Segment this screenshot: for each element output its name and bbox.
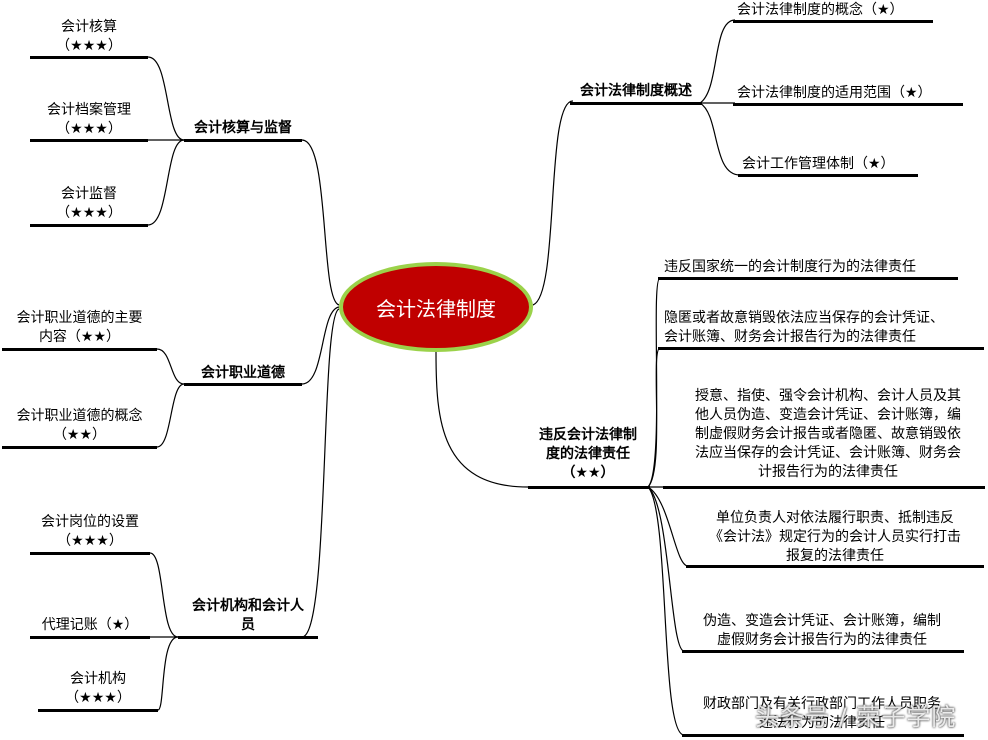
link-accounting-item3 [147, 139, 185, 226]
accounting-title: 会计核算与监督 [194, 120, 292, 136]
ethics-title: 会计职业道德 [201, 365, 285, 381]
institutions-item-1: 会计岗位的设置 （★★★） [41, 514, 139, 549]
link-center-liability [435, 351, 529, 488]
underline [738, 174, 918, 177]
institutions-item-2: 代理记账（★） [41, 617, 139, 633]
underline [733, 103, 963, 106]
institutions-title: 会计机构和会计人 员 [192, 598, 304, 633]
underline [184, 383, 302, 386]
underline [663, 486, 985, 489]
liability-item-2: 隐匿或者故意销毁依法应当保存的会计凭证、 会计账簿、财务会计报告行为的法律责任 [664, 310, 944, 345]
underline [30, 552, 150, 555]
center-title: 会计法律制度 [376, 296, 496, 321]
liability-item-3: 授意、指使、强令会计机构、会计人员及其 他人员伪造、变造会计凭证、会计账簿，编 … [695, 388, 961, 480]
link-inst-item1 [149, 552, 179, 638]
link-liability-item1 [647, 277, 661, 488]
link-center-accounting [301, 139, 340, 306]
overview-item-3: 会计工作管理体制（★） [742, 156, 895, 172]
center-node: 会计法律制度 [339, 262, 533, 352]
underline [686, 565, 984, 568]
overview-item-2: 会计法律制度的适用范围（★） [737, 85, 932, 101]
accounting-item-2: 会计档案管理 （★★★） [47, 102, 131, 137]
overview-title: 会计法律制度概述 [580, 83, 692, 99]
link-center-overview [532, 100, 574, 306]
underline [2, 348, 157, 351]
underline [2, 446, 157, 449]
underline [30, 636, 150, 639]
overview-item-1: 会计法律制度的概念（★） [737, 2, 904, 18]
ethics-item-1: 会计职业道德的主要 内容（★★） [16, 310, 143, 345]
underline [733, 20, 933, 23]
link-accounting-item1 [147, 56, 185, 141]
liability-item-5: 伪造、变造会计凭证、会计账簿，编制 虚假财务会计报告行为的法律责任 [703, 613, 941, 648]
liability-item-6: 财政部门及有关行政部门工作人员职务 违法行为的法律责任 [703, 696, 941, 731]
underline [658, 277, 958, 280]
link-liability-item6 [647, 486, 685, 736]
liability-item-4: 单位负责人对依法履行职责、抵制违反 《会计法》规定行为的会计人员实行打击 报复的… [709, 510, 961, 564]
liability-item-1: 违反国家统一的会计制度行为的法律责任 [664, 259, 916, 275]
link-inst-item3 [157, 636, 179, 711]
underline [682, 734, 964, 737]
link-liability-item2 [647, 347, 661, 488]
link-liability-item5 [647, 486, 685, 652]
accounting-item-1: 会计核算 （★★★） [56, 19, 122, 54]
link-liability-item4 [647, 486, 689, 567]
link-overview-item3 [699, 102, 741, 176]
link-center-institutions [301, 308, 340, 638]
link-center-ethics [301, 306, 340, 385]
underline [528, 486, 650, 489]
underline [178, 636, 318, 639]
ethics-item-2: 会计职业道德的概念 （★★） [16, 408, 143, 443]
underline [38, 709, 158, 712]
underline [658, 347, 984, 350]
underline [682, 650, 964, 653]
underline [30, 56, 148, 59]
link-ethics-item1 [156, 348, 185, 385]
underline [30, 224, 148, 227]
watermark: 头条号 / 荣子学院 [755, 703, 957, 731]
underline [570, 102, 702, 105]
accounting-item-3: 会计监督 （★★★） [56, 186, 122, 221]
institutions-item-3: 会计机构 （★★★） [65, 671, 131, 706]
liability-title: 违反会计法律制 度的法律责任 （★★） [539, 427, 637, 481]
underline [30, 139, 148, 142]
link-ethics-item2 [156, 383, 185, 448]
link-overview-item1 [699, 19, 736, 104]
underline [184, 139, 302, 142]
